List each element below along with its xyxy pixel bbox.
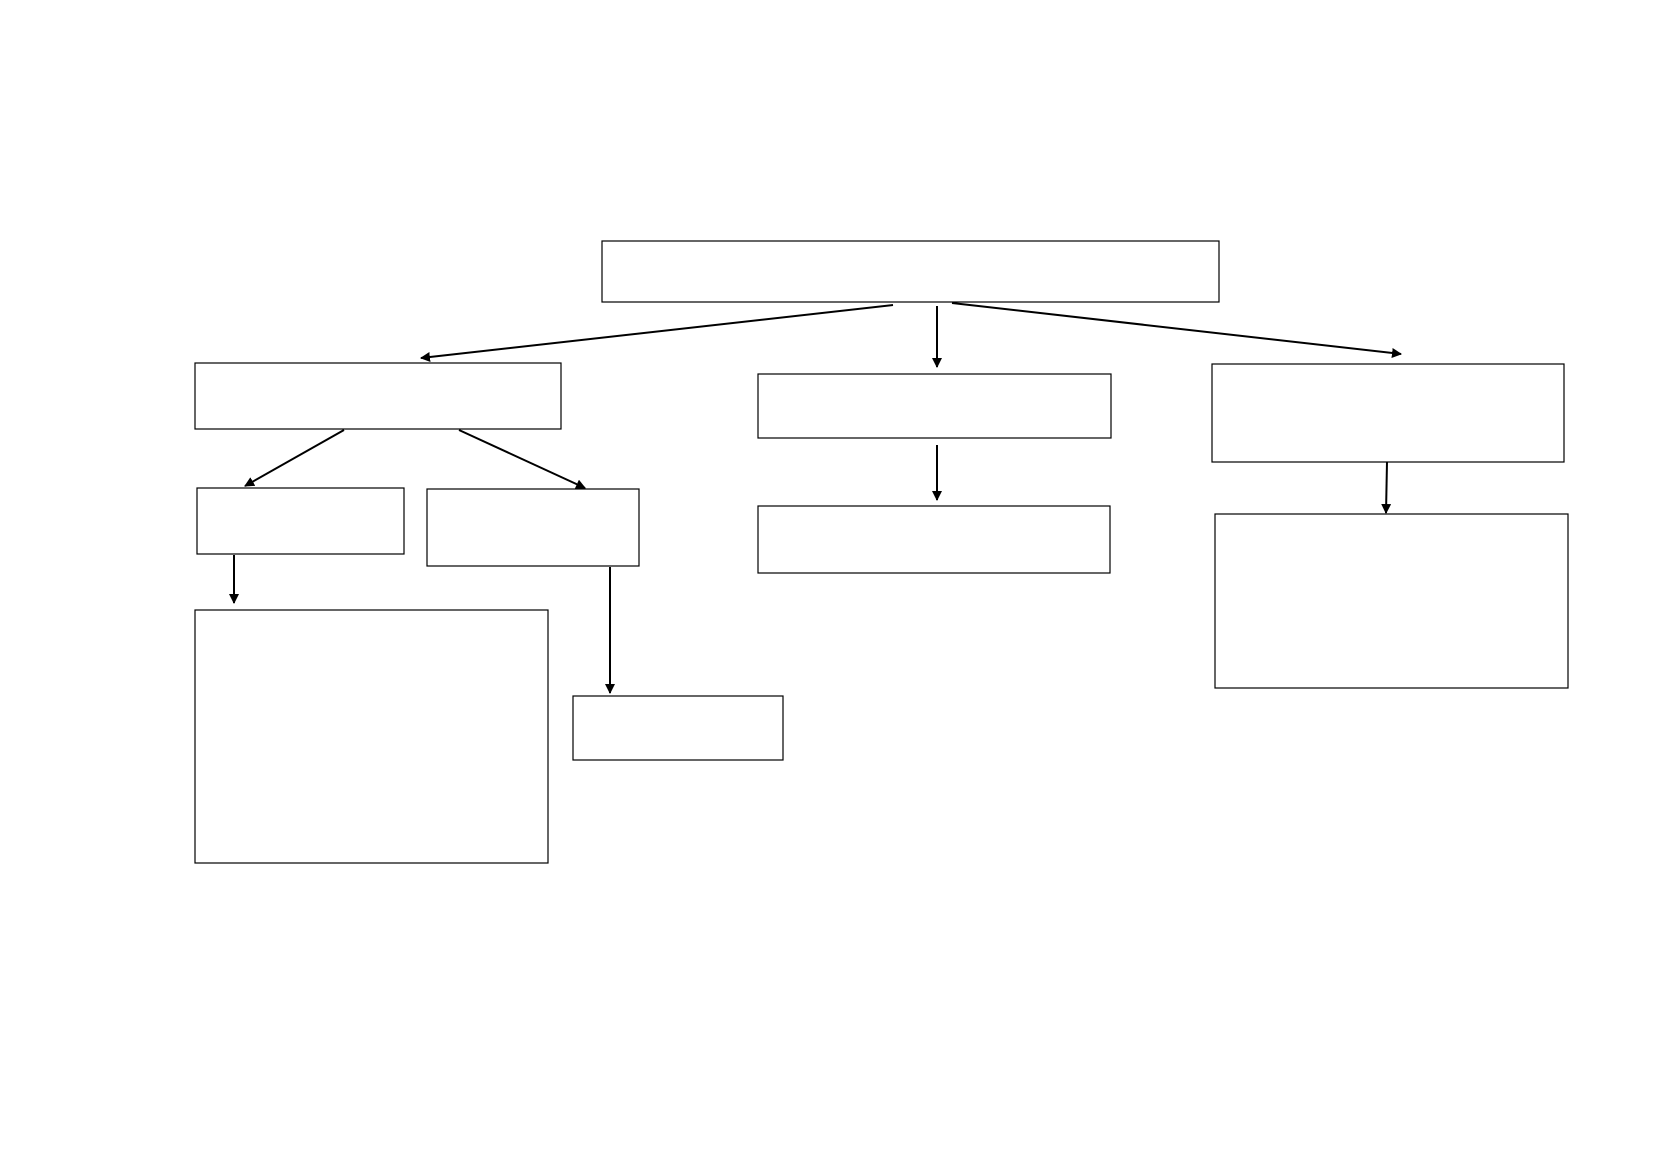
node-root [601,240,1220,303]
edge-group [229,302,1402,694]
node-group [194,240,1569,864]
node-left-leaf-b [572,695,784,761]
edge-branch-left-to-left-child-a [244,429,345,487]
edge-root-to-branch-left [420,304,894,362]
node-branch-right [1211,363,1565,463]
edge-branch-left-to-left-child-b [458,429,586,489]
node-branch-center [757,373,1112,439]
node-branch-left [194,362,562,430]
edge-root-to-branch-right [951,302,1402,358]
node-left-leaf-a [194,609,549,864]
edge-branch-right-to-right-child [1381,461,1392,514]
node-left-child-a [196,487,405,555]
node-right-child [1214,513,1569,689]
node-center-child [757,505,1111,574]
node-left-child-b [426,488,640,567]
